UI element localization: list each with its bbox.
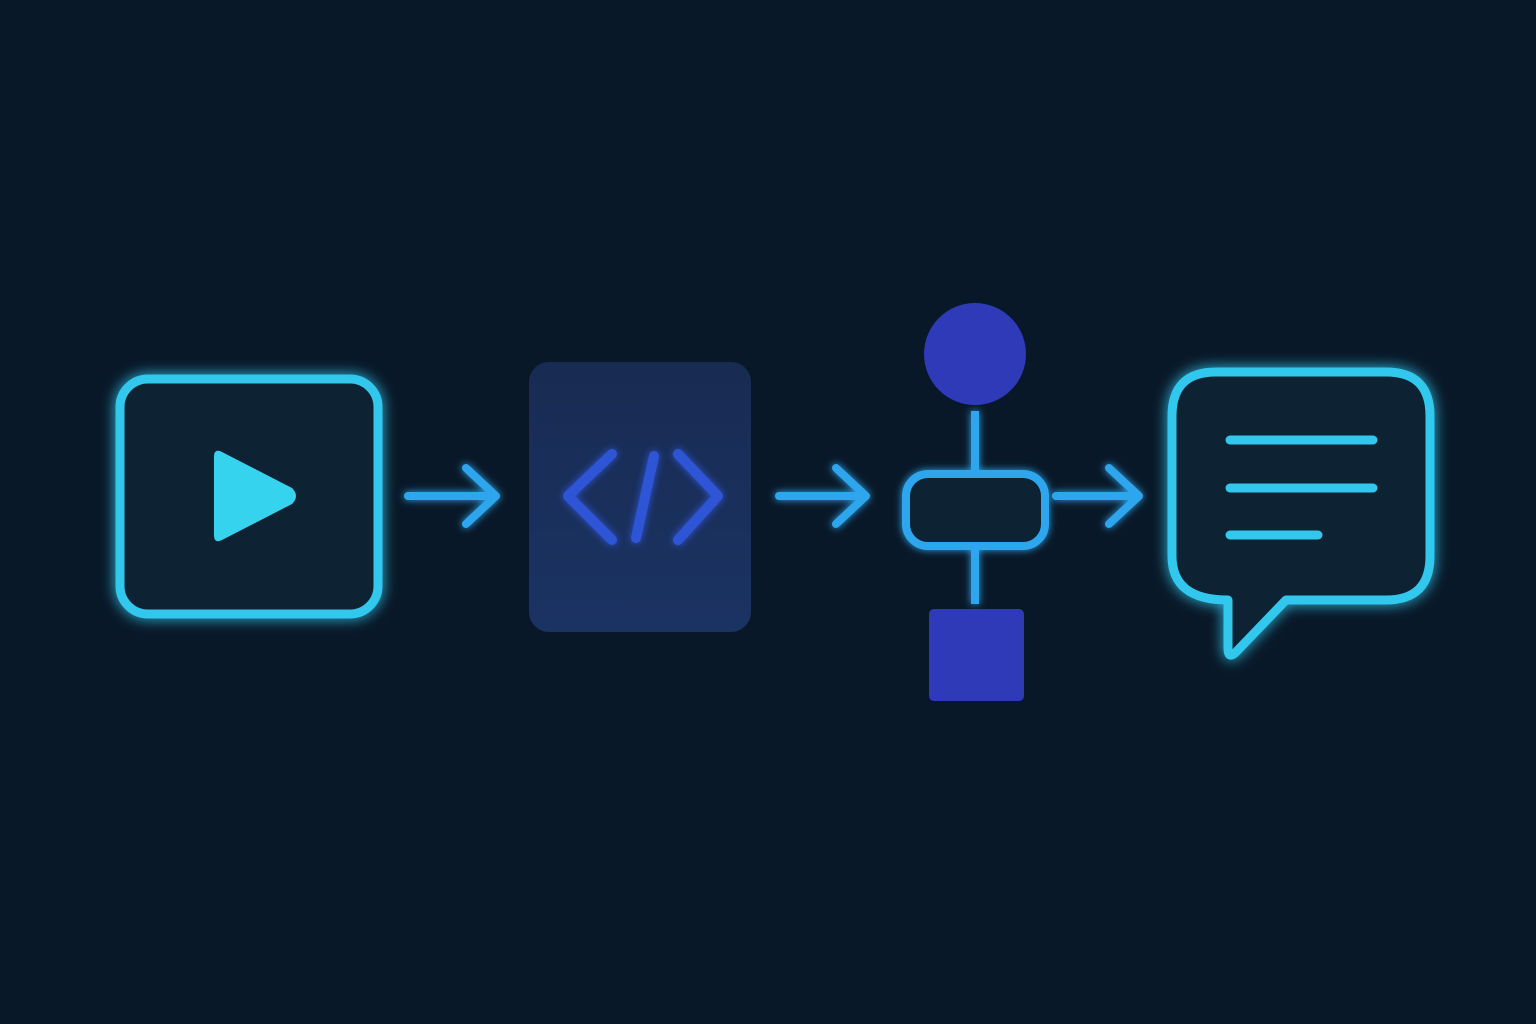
chat-bubble-outline — [1167, 367, 1435, 660]
code-slash — [631, 451, 659, 543]
play-triangle — [214, 450, 296, 542]
right-angle-bracket — [673, 449, 723, 545]
chat-message-icon — [1167, 367, 1435, 660]
left-angle-bracket — [563, 449, 617, 545]
flowchart-start-node — [924, 303, 1026, 405]
arrow-code-to-flowchart — [775, 464, 870, 528]
flowchart-process-node — [902, 470, 1049, 550]
flowchart-icon — [902, 303, 1049, 701]
arrow-flowchart-to-chat — [1052, 464, 1143, 528]
code-icon — [529, 362, 751, 632]
flowchart-end-node — [929, 609, 1024, 701]
arrow-video-to-code — [404, 464, 500, 528]
video-play-icon — [115, 374, 383, 619]
